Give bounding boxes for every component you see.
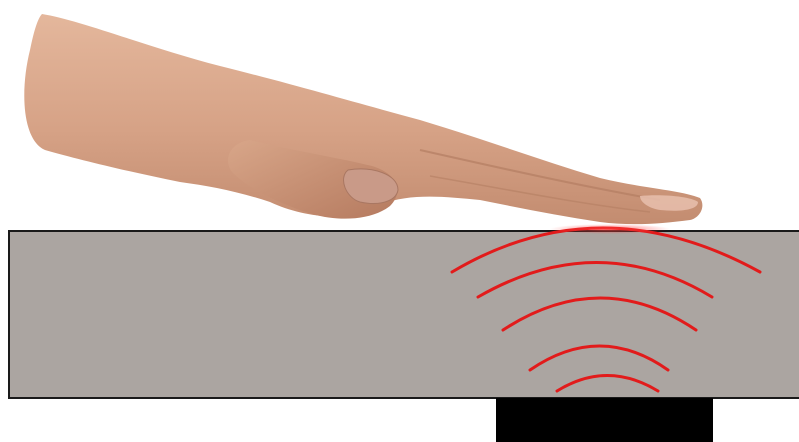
contact-glow [550, 224, 670, 234]
sensor-block [496, 398, 713, 442]
hand-illustration [24, 14, 702, 224]
surface-panel [9, 231, 799, 398]
